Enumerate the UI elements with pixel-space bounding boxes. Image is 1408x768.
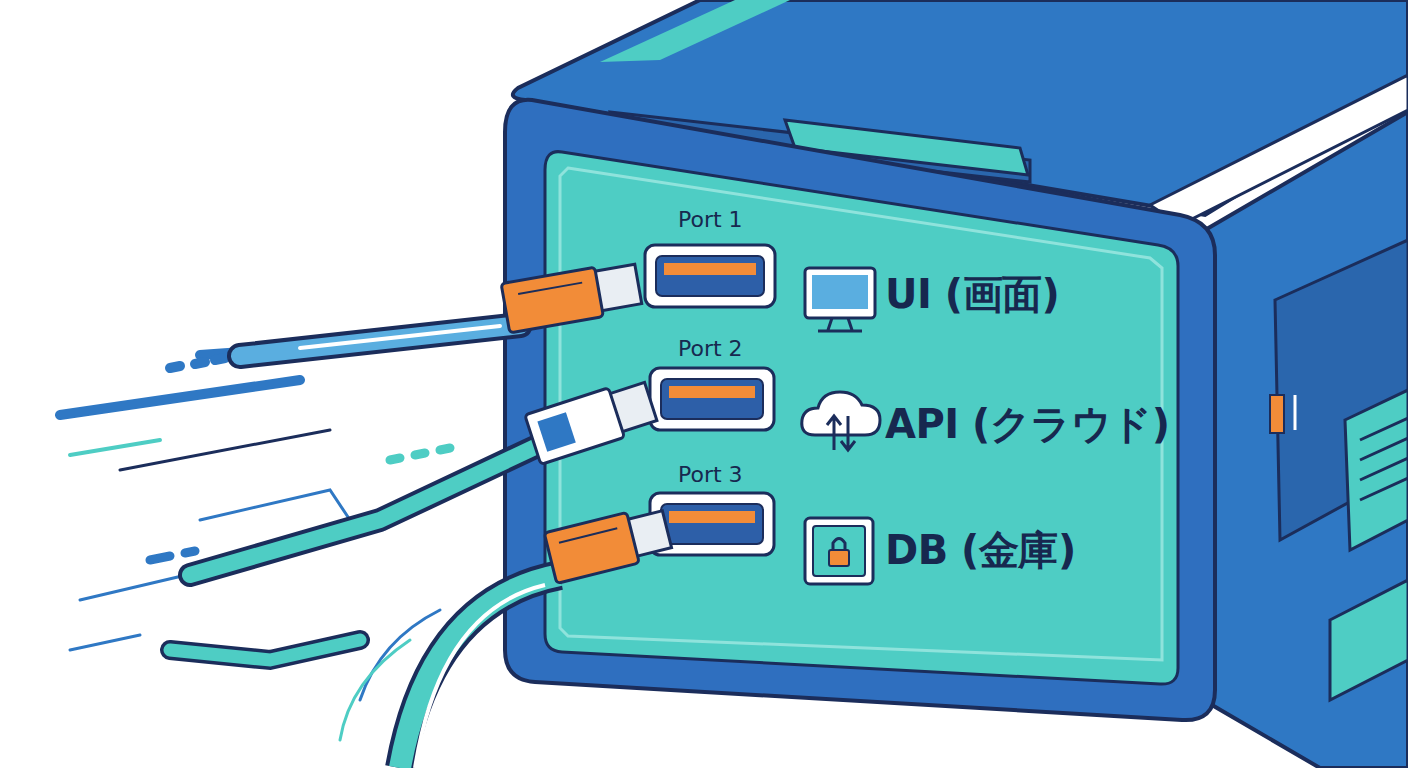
lock-body [829,550,849,566]
safe-door [813,526,865,576]
port-socket [645,245,775,307]
safe-body [805,518,873,584]
speed-line [60,380,300,415]
led-mark [1294,395,1297,430]
side-panel [1345,390,1408,550]
plug-body [501,267,603,333]
cable [400,504,673,768]
socket-pins [669,386,755,398]
socket-frame [650,368,774,430]
speed-dashes [390,448,450,460]
plug-line [518,283,582,294]
vent-lines [1360,418,1408,500]
cable-outline [240,325,520,356]
plug-body [525,388,625,465]
port-function-label: DB (金庫) [885,528,1076,572]
plug-line [559,528,617,543]
monitor-frame [805,268,875,318]
cable-outline [400,575,560,768]
port-panel [545,152,1178,684]
cable-shine [415,585,545,768]
safe-icon [805,518,873,584]
cable-shine [300,326,500,348]
speed-line [200,490,350,520]
port-socket [650,368,774,430]
socket-pins [669,511,755,523]
socket-pins [664,263,756,275]
port-label: Port 3 [678,463,743,487]
cable-body [190,440,550,575]
status-led [1270,395,1284,433]
speed-line [70,635,140,650]
device-side [1205,112,1408,768]
side-foot [1330,580,1408,700]
port-function-label: API (クラウド) [885,402,1170,446]
cloud-shape [802,392,880,435]
monitor-stand [818,318,862,331]
updown-arrows [827,416,855,450]
device-front [505,100,1215,720]
cloud-icon [802,392,880,450]
port-label: Port 2 [678,337,743,361]
cable-body [170,640,360,660]
socket-hole [656,256,764,296]
cable-outline [170,640,360,660]
speed-line [70,440,160,455]
speed-dashes [150,551,195,560]
speed-dashes [170,358,225,368]
socket-frame [645,245,775,307]
socket-hole [661,504,763,544]
cable [240,260,643,356]
cable-body [240,325,520,356]
cable [170,377,659,660]
socket-hole [661,379,763,419]
speed-line [120,430,330,470]
port-function-label: UI (画面) [885,272,1059,316]
cable-body [400,575,560,768]
top-stripe [600,0,790,62]
port-label: Port 1 [678,208,743,232]
cable-outline [190,440,550,575]
monitor-screen [812,275,868,309]
plug-collar [537,412,575,452]
monitor-icon [805,268,875,331]
plug-body [544,512,639,583]
